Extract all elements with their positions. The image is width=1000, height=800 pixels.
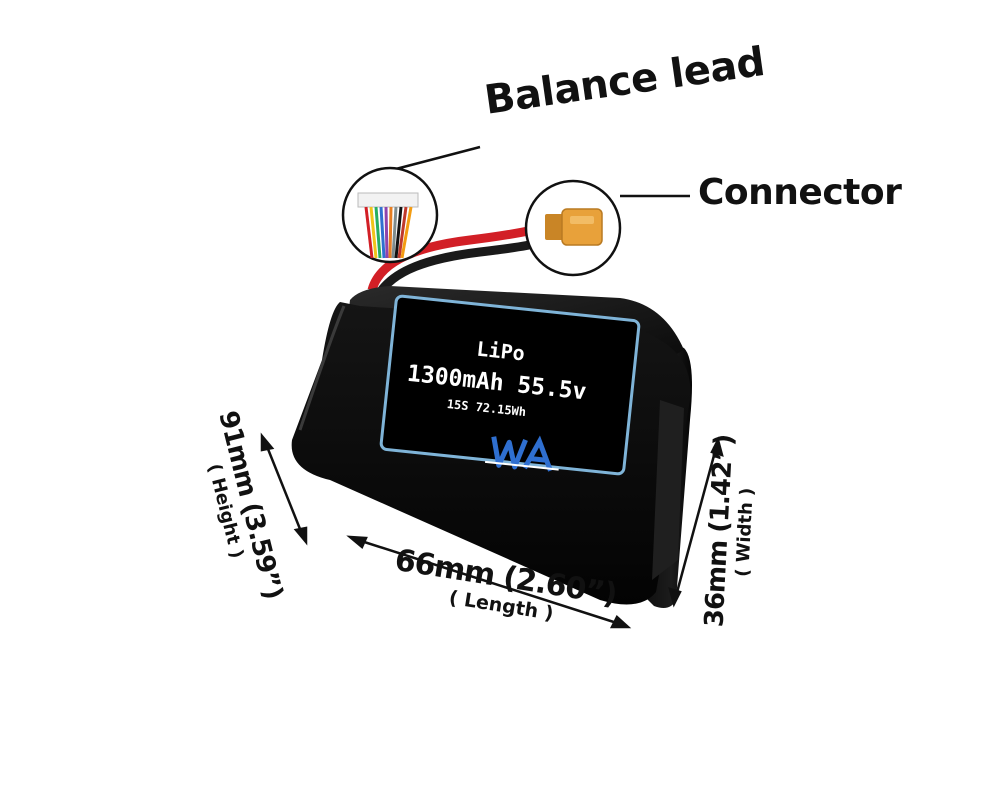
xt-connector-icon xyxy=(561,208,603,246)
battery-label: LiPo 1300mAh 55.5v 15S 72.15Wh xyxy=(379,294,641,476)
connector-callout-label: Connector xyxy=(698,172,902,213)
length-dimension-arrow xyxy=(346,535,632,629)
brand-logo-icon xyxy=(484,435,559,472)
height-dimension-arrow xyxy=(260,432,308,546)
balance-lead-callout-circle xyxy=(341,166,439,264)
balance-lead-leader-line xyxy=(391,145,481,172)
label-chemistry: LiPo xyxy=(476,337,526,366)
connector-callout-circle xyxy=(524,179,622,277)
width-dimension-arrow xyxy=(668,436,724,608)
